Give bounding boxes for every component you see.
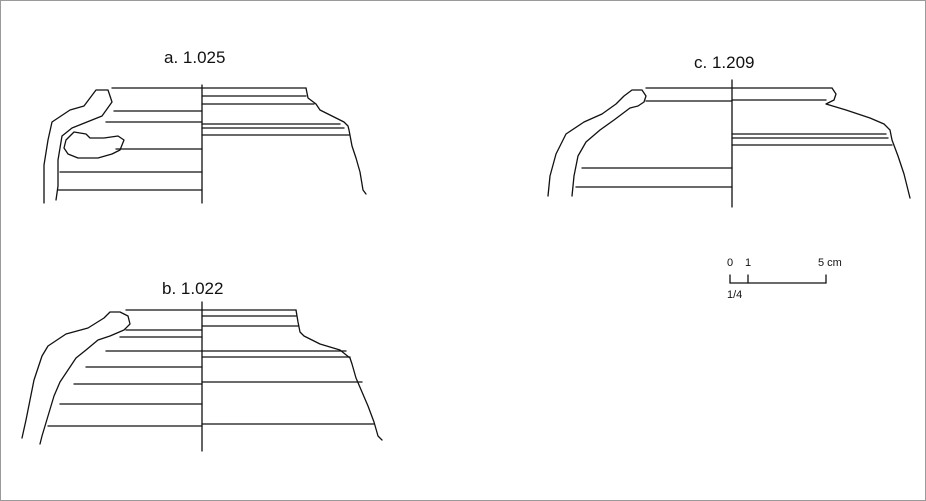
figure-label-b: b. 1.022	[162, 279, 224, 298]
vessel-b	[21, 301, 383, 452]
vessel-a-handle-scar	[63, 131, 125, 159]
figure-label-a: a. 1.025	[164, 48, 226, 67]
vessel-b-right-profile	[295, 309, 383, 441]
vessel-a-left-section	[43, 89, 113, 204]
vessel-b-left-section	[21, 311, 131, 445]
scale-tick-0: 0	[727, 257, 734, 269]
scale-ratio: 1/4	[727, 289, 743, 301]
vessel-c-right-profile	[825, 87, 911, 199]
vessel-c	[547, 79, 911, 208]
scale-tick-1: 1	[745, 257, 752, 269]
vessel-c-left-section	[547, 89, 647, 197]
scale-bar	[729, 274, 827, 284]
vessel-a-right-profile	[305, 87, 367, 195]
scale-tick-5: 5 cm	[818, 257, 842, 269]
figure-label-c: c. 1.209	[694, 53, 755, 72]
vessel-a	[43, 84, 367, 204]
